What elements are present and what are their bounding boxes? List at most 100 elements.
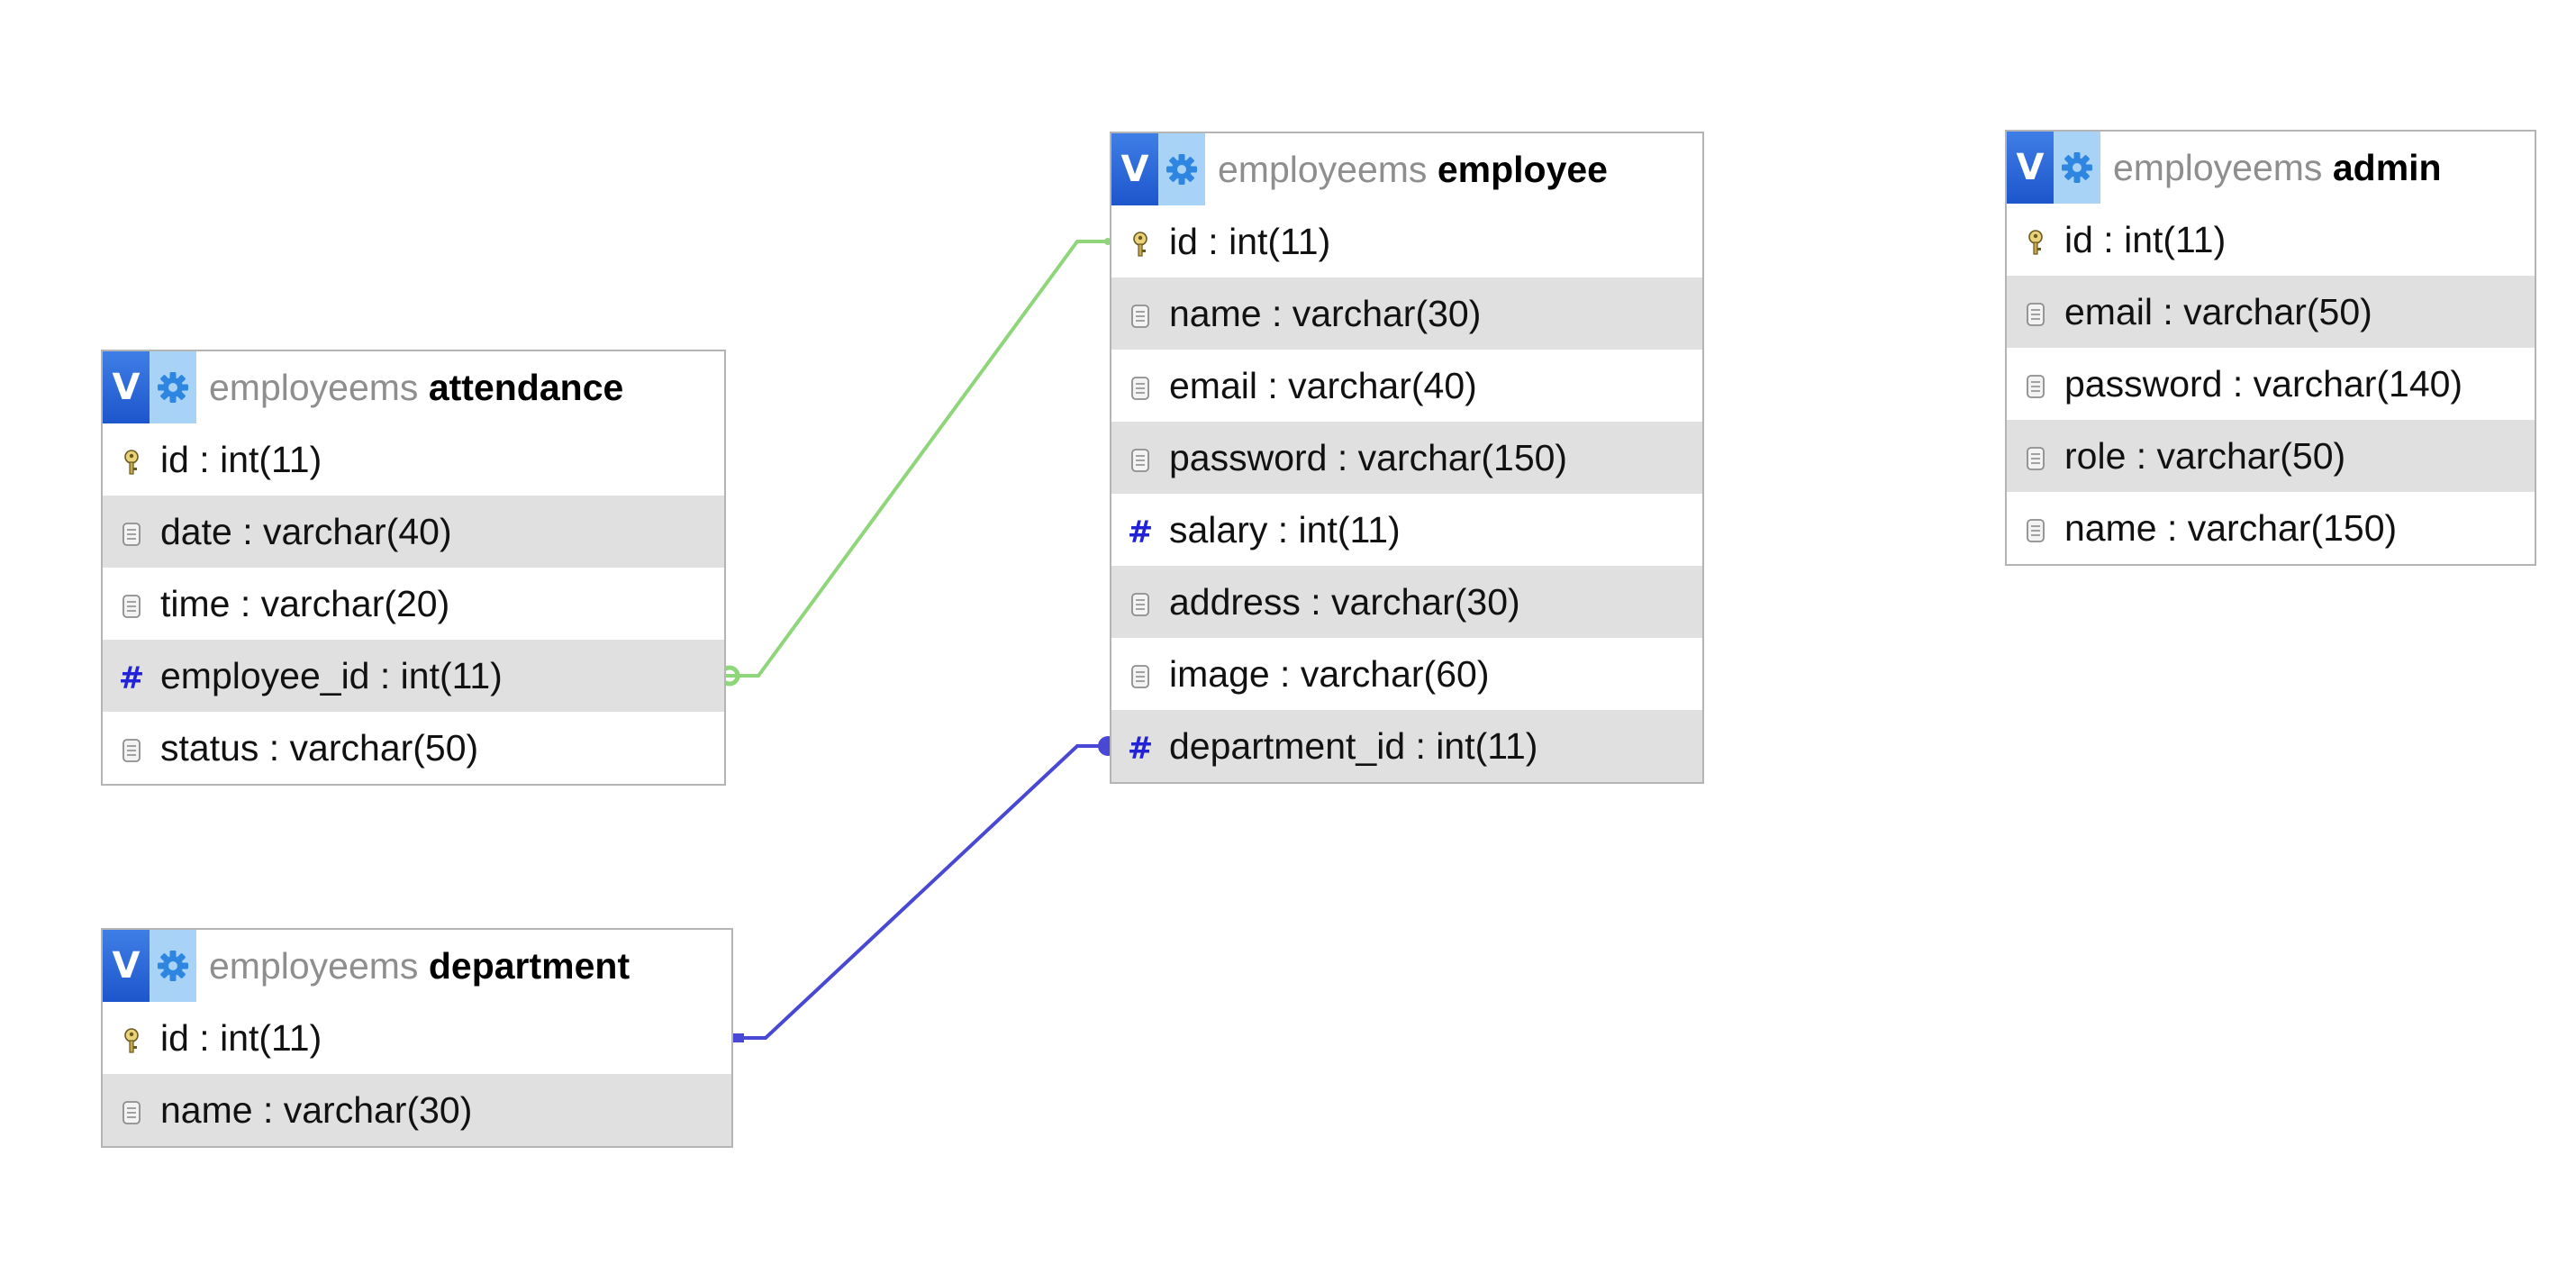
column-label: date : varchar(40) [160,510,452,552]
toggle-columns-button[interactable]: V [103,930,150,1002]
column-row[interactable]: email : varchar(40) [1111,350,1702,422]
column-row[interactable]: # salary : int(11) [1111,494,1702,566]
column-icon [1111,638,1169,710]
column-icon [1111,566,1169,638]
key-icon [103,423,160,496]
table-title: employeems attendance [209,351,623,423]
column-row[interactable]: name : varchar(30) [1111,278,1702,350]
column-row[interactable]: # department_id : int(11) [1111,710,1702,782]
gear-icon [1166,154,1197,185]
database-name: employeems [209,367,419,408]
database-name: employeems [1218,149,1428,190]
table-name: attendance [428,367,624,408]
toggle-button-label: V [112,945,141,987]
column-icon [2007,420,2064,492]
table-name: department [428,945,630,987]
column-icon [2007,348,2064,420]
column-row[interactable]: date : varchar(40) [103,496,724,568]
column-row[interactable]: # employee_id : int(11) [103,640,724,712]
gear-icon [158,372,188,403]
column-label: id : int(11) [160,438,322,480]
toggle-columns-button[interactable]: V [2007,132,2054,204]
table-settings-button[interactable] [150,351,196,423]
column-icon [103,712,160,784]
column-row[interactable]: id : int(11) [103,423,724,496]
table-title: employeems admin [2113,132,2442,204]
toggle-columns-button[interactable]: V [1111,133,1158,205]
numeric-icon: # [1127,731,1154,767]
column-row[interactable]: password : varchar(140) [2007,348,2535,420]
column-label: password : varchar(150) [1169,436,1568,478]
column-icon [103,568,160,640]
key-icon [2007,204,2064,276]
key-icon [103,1002,160,1074]
column-label: role : varchar(50) [2064,434,2346,477]
column-label: address : varchar(30) [1169,580,1520,623]
table-settings-button[interactable] [1158,133,1205,205]
relation-line-department-employee[interactable] [733,744,1110,1040]
column-label: time : varchar(20) [160,582,450,624]
column-row[interactable]: password : varchar(150) [1111,422,1702,494]
column-icon [1111,350,1169,422]
toggle-columns-button[interactable]: V [103,351,150,423]
column-row[interactable]: id : int(11) [2007,204,2535,276]
column-label: name : varchar(30) [1169,292,1482,334]
column-label: image : varchar(60) [1169,652,1490,695]
column-label: name : varchar(150) [2064,506,2398,549]
gear-icon [158,951,188,981]
column-label: name : varchar(30) [160,1088,473,1131]
column-icon [103,496,160,568]
column-row[interactable]: status : varchar(50) [103,712,724,784]
key-icon [1111,205,1169,278]
column-row[interactable]: time : varchar(20) [103,568,724,640]
column-label: salary : int(11) [1169,508,1401,551]
table-name: admin [2332,147,2442,188]
numeric-icon: # [118,660,145,696]
toggle-button-label: V [2016,147,2045,188]
column-row[interactable]: id : int(11) [103,1002,731,1074]
column-label: password : varchar(140) [2064,362,2463,405]
column-row[interactable]: address : varchar(30) [1111,566,1702,638]
database-name: employeems [2113,147,2323,188]
column-icon [103,1074,160,1146]
column-label: status : varchar(50) [160,726,479,769]
table-title: employeems department [209,930,630,1002]
column-label: email : varchar(50) [2064,290,2372,332]
table-settings-button[interactable] [150,930,196,1002]
column-label: employee_id : int(11) [160,654,503,696]
toggle-button-label: V [1120,149,1149,190]
column-icon [1111,422,1169,494]
column-row[interactable]: name : varchar(30) [103,1074,731,1146]
column-row[interactable]: role : varchar(50) [2007,420,2535,492]
numeric-icon: # [1127,514,1154,551]
toggle-button-label: V [112,367,141,408]
column-label: department_id : int(11) [1169,724,1538,767]
column-label: id : int(11) [1169,220,1331,262]
gear-icon [2062,152,2092,183]
table-settings-button[interactable] [2054,132,2100,204]
column-label: id : int(11) [2064,218,2227,260]
column-row[interactable]: id : int(11) [1111,205,1702,278]
relation-end-marker [733,1033,744,1042]
database-name: employeems [209,945,419,987]
column-label: email : varchar(40) [1169,364,1477,406]
column-icon [2007,276,2064,348]
table-title: employeems employee [1218,133,1608,205]
relation-line-attendance-employee[interactable] [726,240,1110,678]
column-icon [2007,492,2064,564]
table-name: employee [1437,149,1608,190]
column-row[interactable]: name : varchar(150) [2007,492,2535,564]
column-row[interactable]: image : varchar(60) [1111,638,1702,710]
column-label: id : int(11) [160,1016,322,1059]
column-icon [1111,278,1169,350]
column-row[interactable]: email : varchar(50) [2007,276,2535,348]
